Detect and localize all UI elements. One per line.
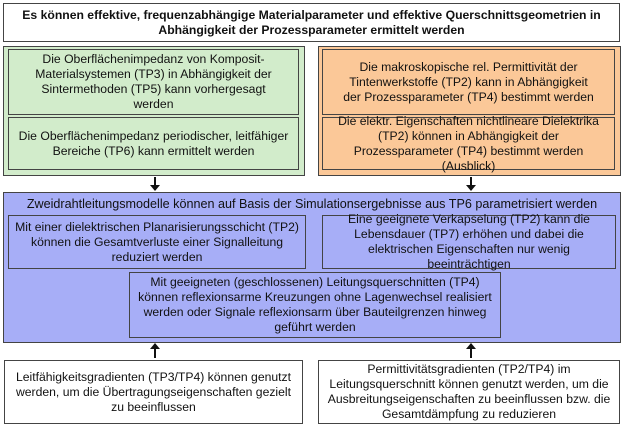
arrow-down-right xyxy=(466,177,476,191)
orange-item-2: Die elektr. Eigenschaften nichtlineare D… xyxy=(322,114,615,173)
blue-right: Eine geeignete Verkapselung (TP2) kann d… xyxy=(322,212,616,271)
blue-title: Zweidrahtleitungsmodelle können auf Basi… xyxy=(26,197,598,211)
orange-item-1: Die makroskopische rel. Permittivität de… xyxy=(322,49,615,115)
arrow-up-left xyxy=(150,343,160,358)
arrow-up-right xyxy=(466,343,476,358)
bottom-right: Permittivitätsgradienten (TP2/TP4) im Le… xyxy=(318,360,620,424)
green-item-1: Die Oberflächenimpedanz von Komposit-Mat… xyxy=(8,49,299,115)
blue-left: Mit einer dielektrischen Planarisierungs… xyxy=(8,215,306,269)
bottom-left: Leitfähigkeitsgradienten (TP3/TP4) könne… xyxy=(4,360,303,424)
top-statement: Es können effektive, frequenzabhängige M… xyxy=(3,3,620,42)
green-item-2: Die Oberflächenimpedanz periodischer, le… xyxy=(8,117,299,170)
arrow-down-left xyxy=(150,177,160,191)
blue-center: Mit geeigneten (geschlossenen) Leitungsq… xyxy=(129,272,501,338)
